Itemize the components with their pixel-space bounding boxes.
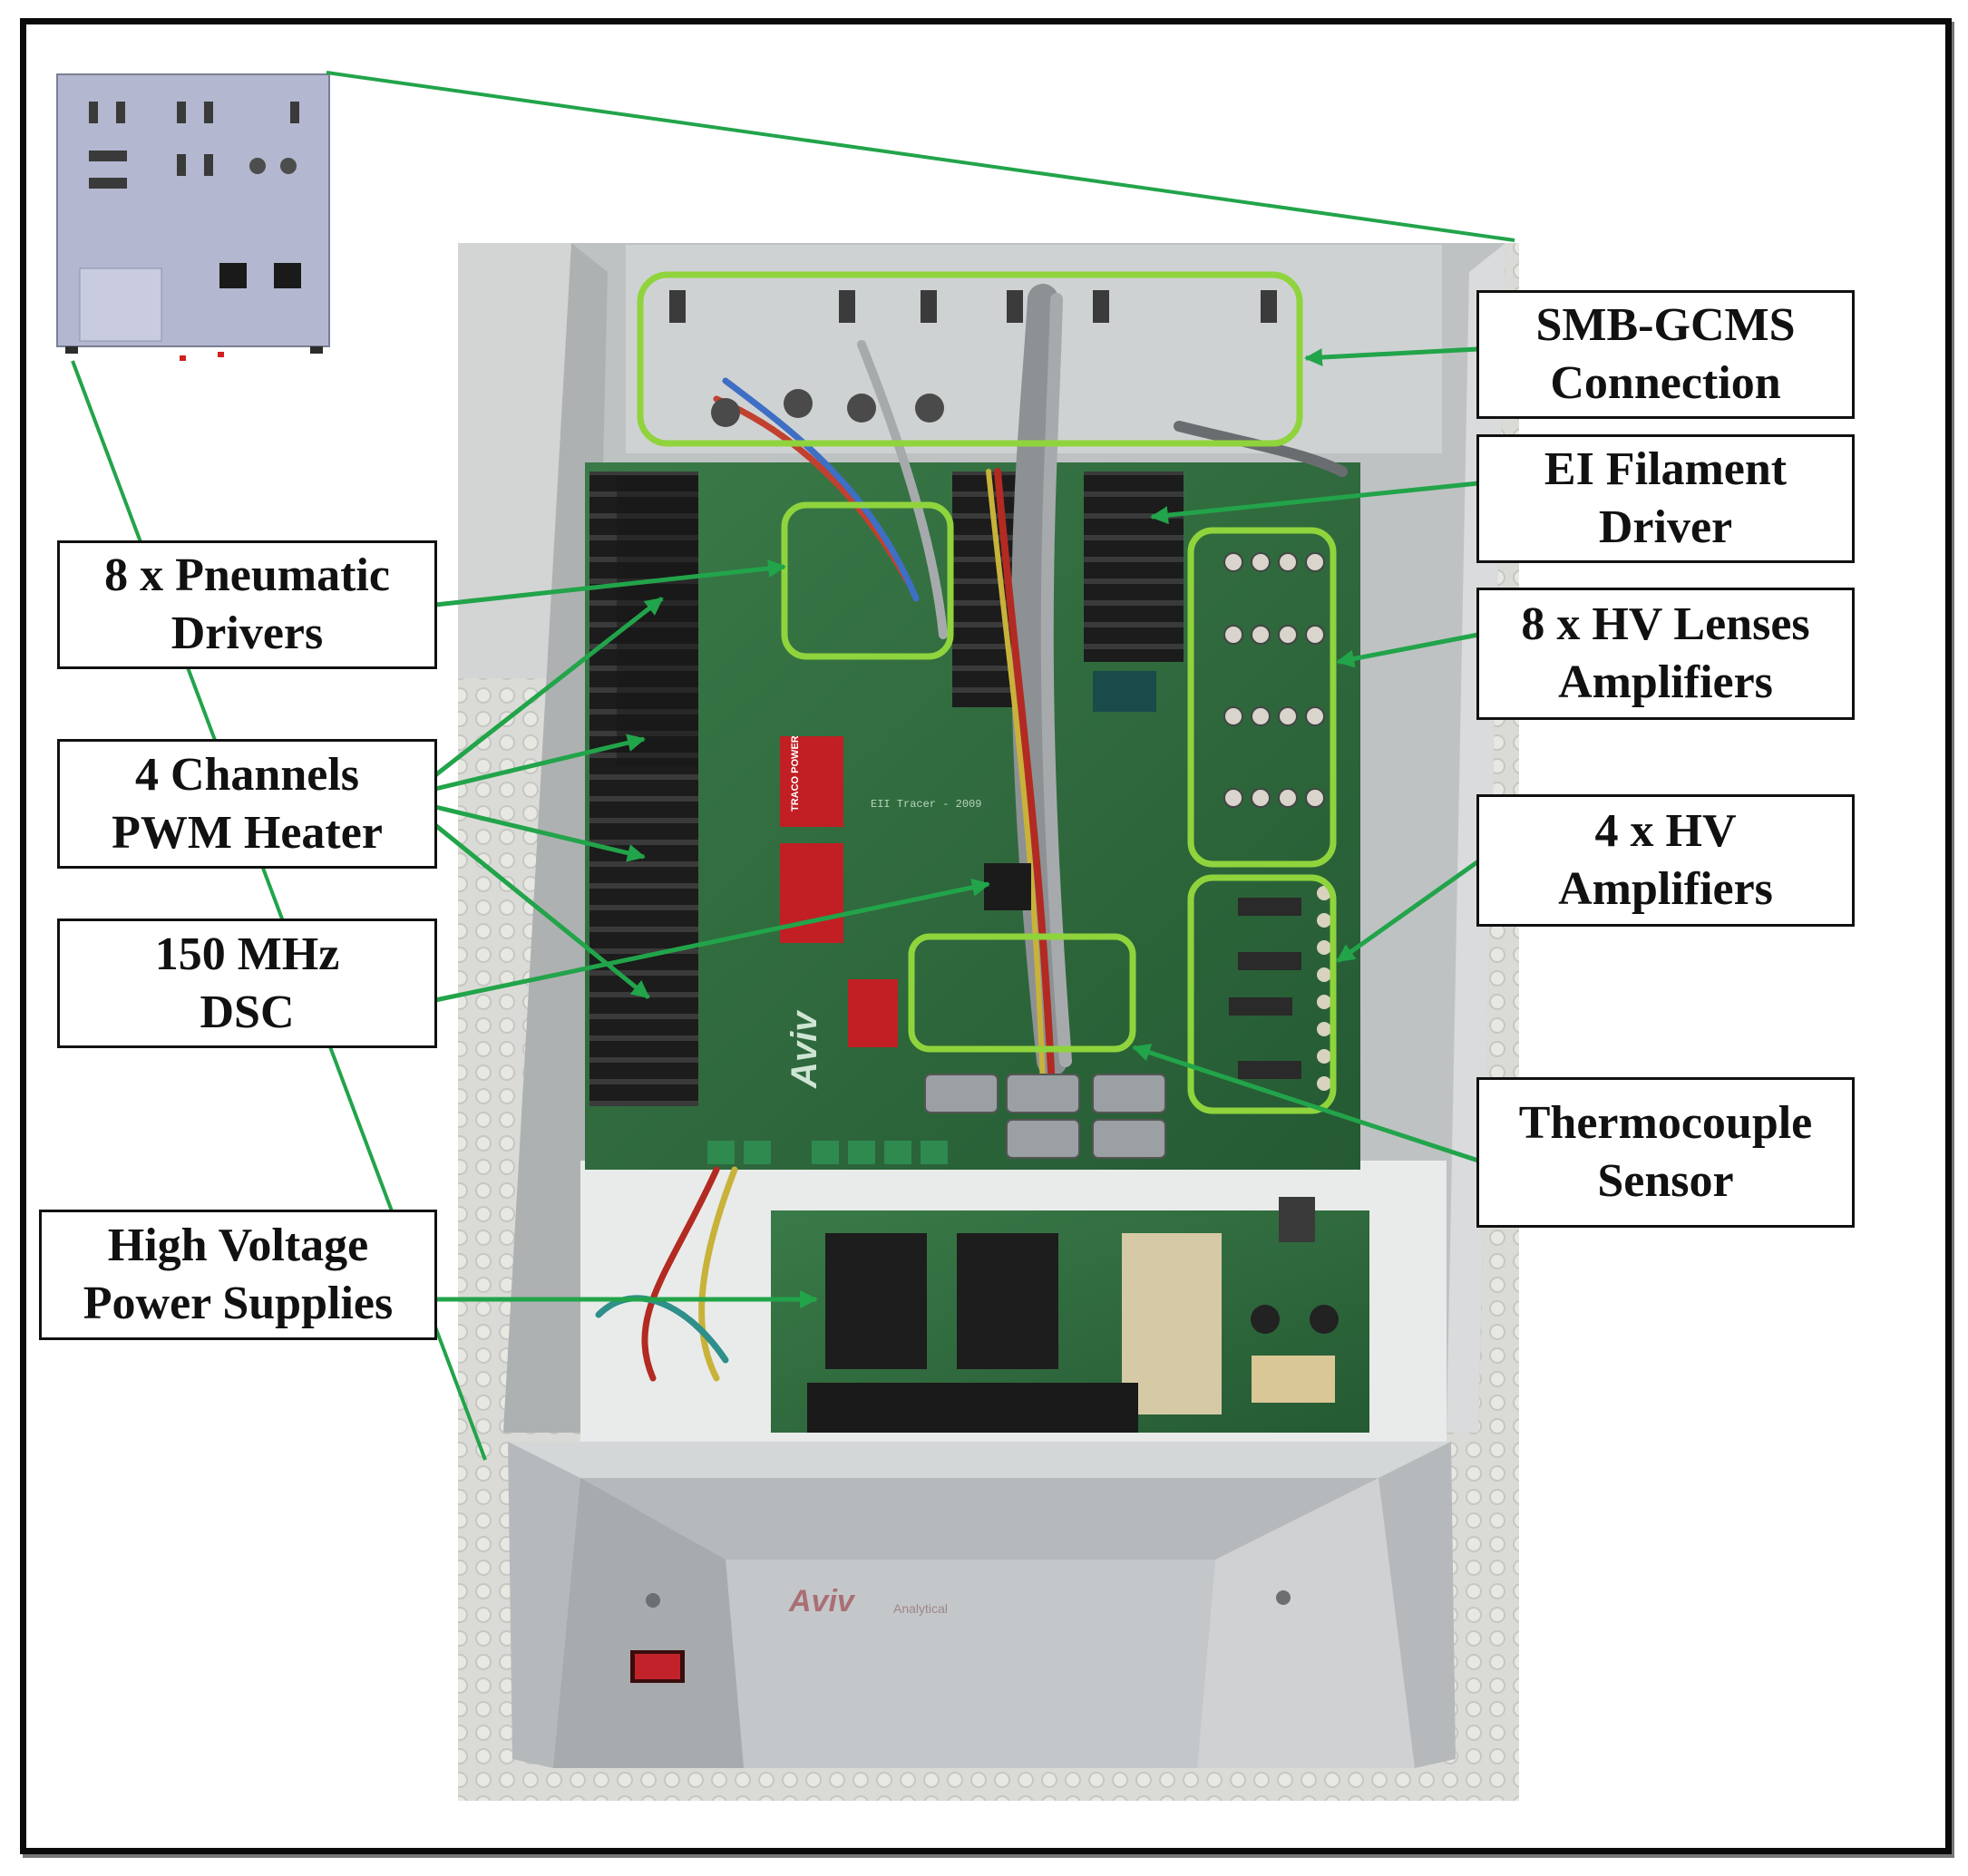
label-thermocouple-sensor: Thermocouple Sensor (1476, 1077, 1855, 1228)
board-logo: Aviv (784, 1009, 824, 1089)
highlight-hv-lenses (1187, 527, 1337, 868)
board-silkscreen: EII Tracer - 2009 (871, 798, 981, 811)
label-hv-power-supplies: High Voltage Power Supplies (39, 1210, 437, 1340)
rear-panel-inset (56, 73, 330, 361)
label-dsc: 150 MHz DSC (57, 919, 437, 1048)
highlight-boxes (637, 271, 1337, 1114)
traco-module-label: TRACO POWER (790, 735, 801, 812)
highlight-pneumatic (781, 501, 954, 660)
highlight-hv-amps (1187, 874, 1337, 1114)
front-logo-sub: Analytical (893, 1601, 948, 1616)
label-pwm-heater: 4 Channels PWM Heater (57, 739, 437, 869)
label-pneumatic-drivers: 8 x Pneumatic Drivers (57, 540, 437, 669)
label-ei-filament-driver: EI Filament Driver (1476, 434, 1855, 563)
main-photo: Aviv Analytical EII Tracer - 2009 Aviv T… (458, 243, 1519, 1801)
label-hv-lenses-amplifiers: 8 x HV Lenses Amplifiers (1476, 588, 1855, 720)
front-logo: Aviv (788, 1584, 856, 1618)
highlight-smb-gcms (637, 271, 1303, 447)
callout-arrows (434, 346, 1480, 1308)
highlight-thermocouple (908, 933, 1136, 1053)
label-smb-gcms: SMB-GCMS Connection (1476, 290, 1855, 419)
label-hv-amplifiers: 4 x HV Amplifiers (1476, 794, 1855, 927)
